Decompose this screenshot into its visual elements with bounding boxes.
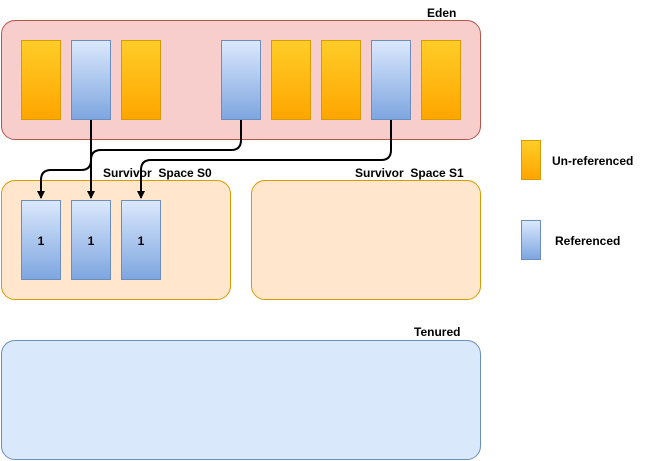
survivor-block-referenced: 1 [21,200,61,280]
eden-block-unreferenced [271,40,311,120]
survivor-space-s1-label: Survivor Space S1 [355,166,464,180]
legend-unreferenced-label: Un-referenced [552,154,634,168]
arrow-eden-to-s0-block-3 [137,120,392,199]
arrow-eden-to-s0-block-1 [37,120,92,199]
object-age-label: 1 [87,234,95,248]
survivor-block-referenced: 1 [71,200,111,280]
object-age-label: 1 [137,234,145,248]
object-age-label: 1 [37,234,45,248]
survivor-space-s1-region [251,180,481,300]
eden-block-unreferenced [121,40,161,120]
legend-unreferenced-swatch [521,140,541,180]
survivor-block-referenced: 1 [121,200,161,280]
tenured-label: Tenured [414,325,461,339]
eden-block-unreferenced [21,40,61,120]
tenured-region [1,340,481,460]
eden-block-referenced [371,40,411,120]
eden-block-referenced [71,40,111,120]
legend-referenced-swatch [521,220,541,260]
eden-block-referenced [221,40,261,120]
eden-block-unreferenced [421,40,461,120]
eden-label: Eden [427,6,457,20]
eden-block-unreferenced [321,40,361,120]
arrow-eden-to-s0-block-2 [87,120,242,199]
legend-referenced-label: Referenced [555,234,621,248]
survivor-space-s0-label: Survivor Space S0 [103,166,212,180]
